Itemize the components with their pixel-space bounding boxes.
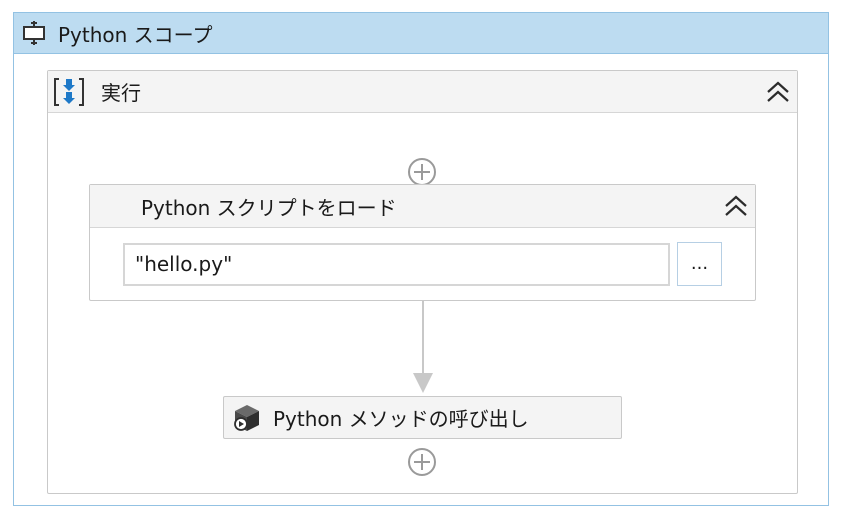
add-activity-button-top[interactable] [407, 157, 437, 187]
sequence-activity[interactable]: 実行 Python スクリプトをロード [47, 70, 798, 494]
browse-file-button[interactable]: ... [677, 242, 722, 286]
python-scope-title: Python スコープ [58, 22, 213, 47]
python-scope-activity[interactable]: Python スコープ 実行 [13, 12, 829, 506]
scope-icon [20, 19, 48, 47]
load-script-collapse-button[interactable] [723, 192, 749, 220]
add-activity-button-bottom[interactable] [407, 447, 437, 477]
python-scope-header[interactable]: Python スコープ [14, 13, 828, 54]
invoke-python-method-title: Python メソッドの呼び出し [273, 407, 529, 431]
sequence-collapse-button[interactable] [765, 78, 791, 106]
sequence-title: 実行 [101, 81, 141, 105]
double-chevron-up-icon [767, 81, 789, 102]
python-method-icon [231, 402, 263, 434]
load-python-script-header[interactable]: Python スクリプトをロード [90, 185, 755, 228]
invoke-python-method-activity[interactable]: Python メソッドの呼び出し [223, 396, 622, 439]
load-python-script-title: Python スクリプトをロード [141, 195, 397, 220]
script-file-input[interactable]: "hello.py" [123, 243, 670, 286]
sequence-header[interactable]: 実行 [48, 71, 797, 113]
sequence-icon [51, 75, 87, 109]
load-python-script-activity[interactable]: Python スクリプトをロード "hello.py" ... [89, 184, 756, 301]
double-chevron-up-icon [725, 195, 747, 216]
